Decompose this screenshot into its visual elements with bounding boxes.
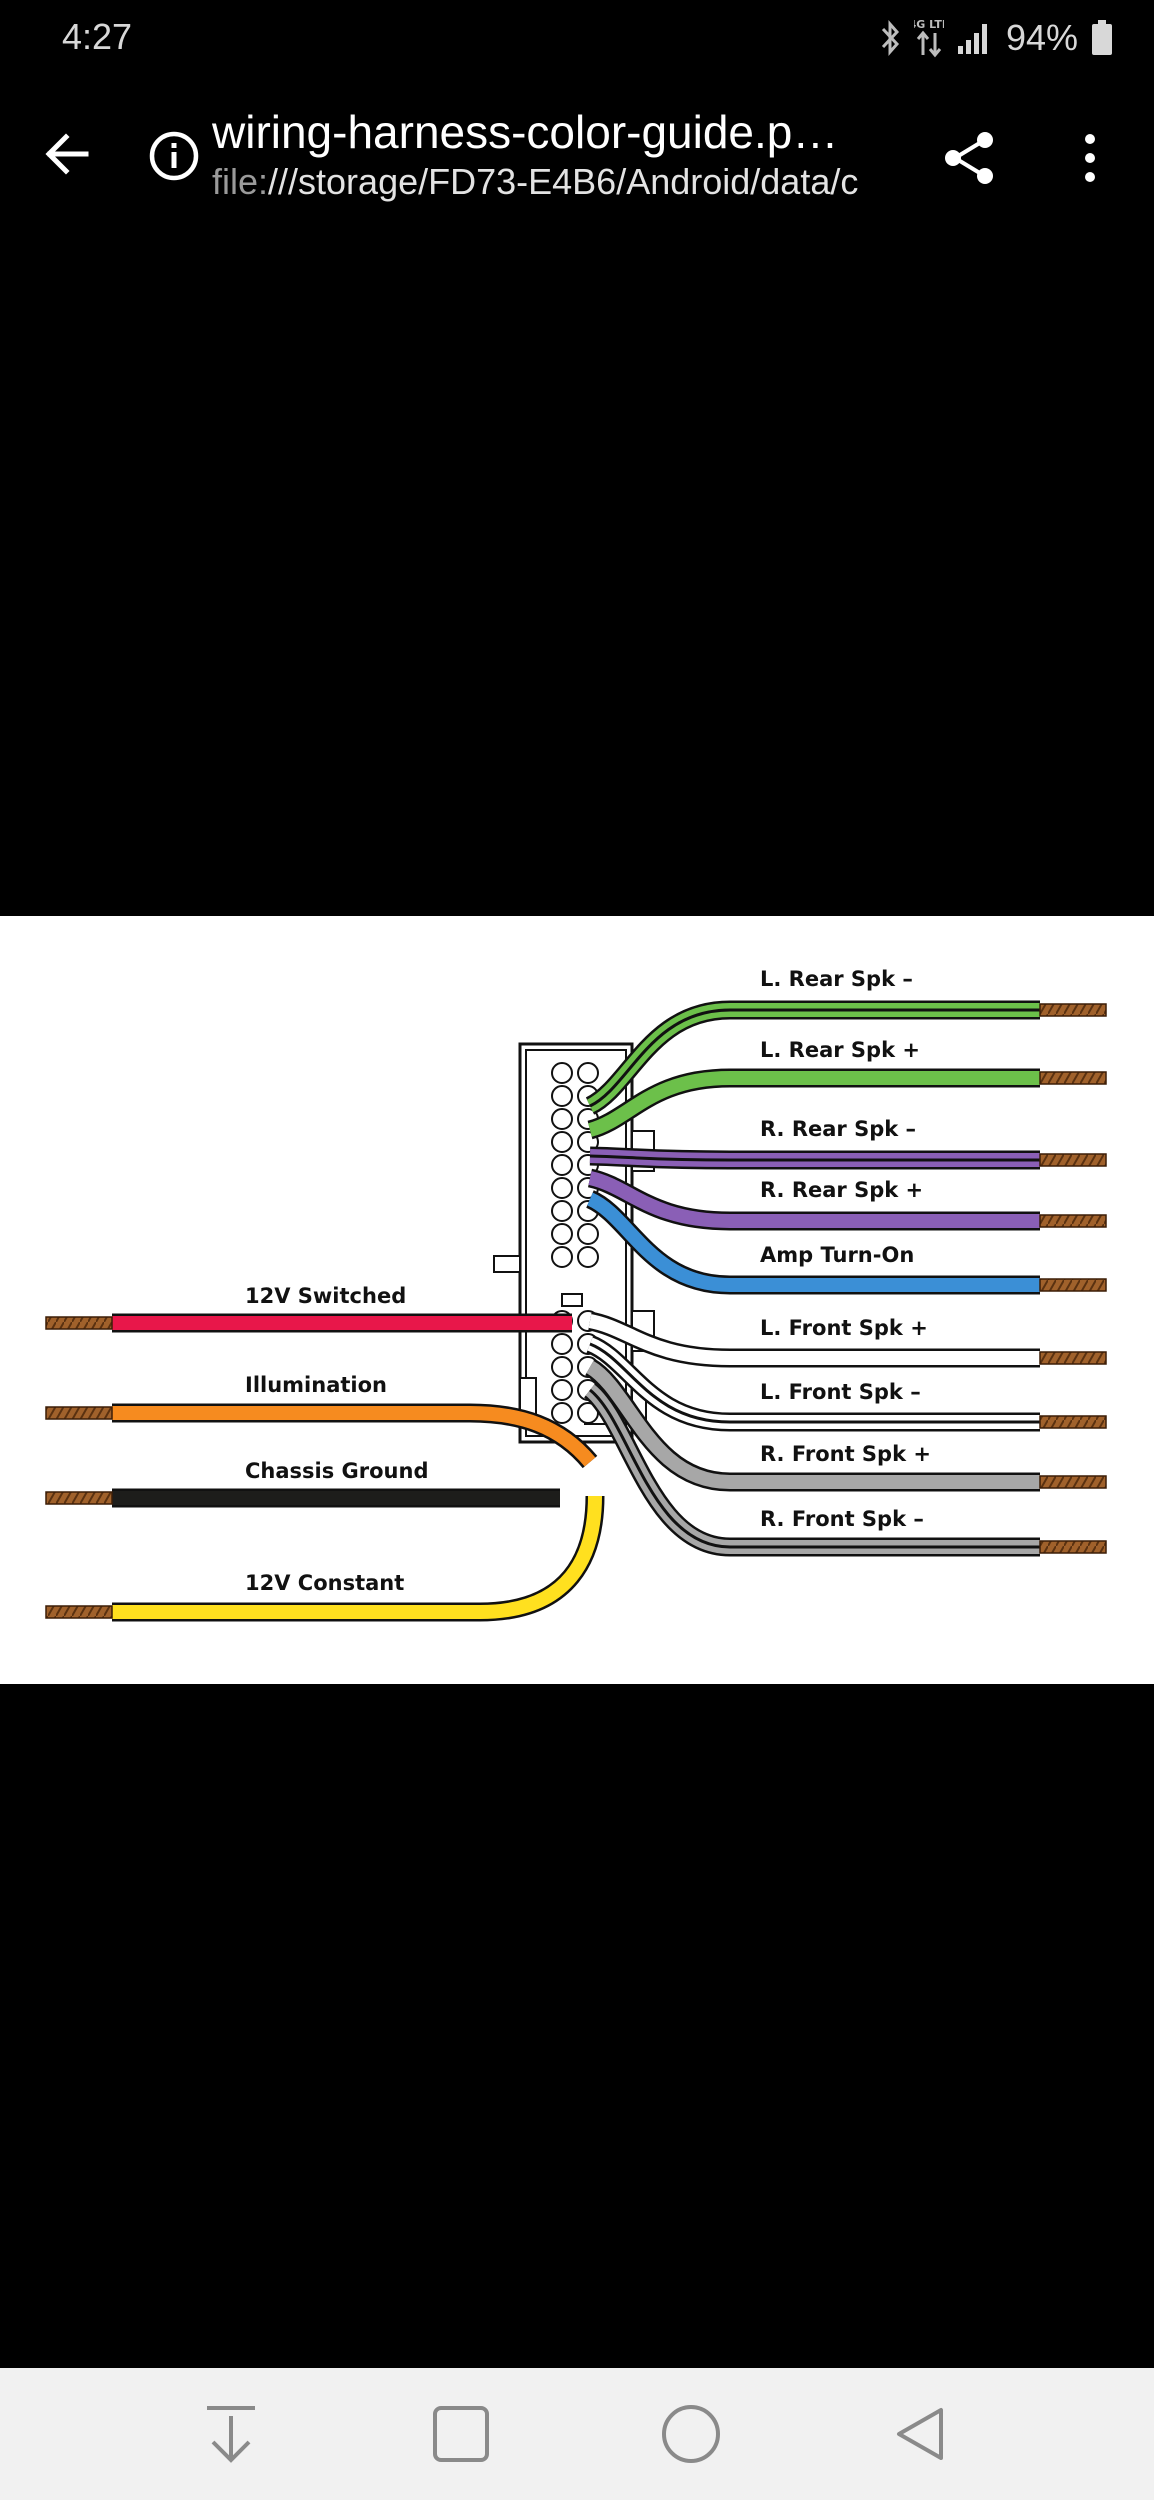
connector-pin [551,1246,573,1268]
label-amp-turn-on: Amp Turn-On [760,1243,914,1267]
info-button[interactable] [138,120,210,192]
connector-pin [551,1200,573,1222]
right-wire [587,1311,1040,1368]
home-circle-icon [662,2405,720,2463]
label-r-front-spk-pos: R. Front Spk + [760,1442,931,1466]
right-wire [589,1146,1040,1170]
right-wires [583,1000,1107,1557]
right-wire [585,1335,1040,1432]
connector-pin [577,1246,599,1268]
wire-end-copper [1039,1415,1107,1429]
signal-icon [956,20,992,56]
wire-end-copper [1039,1351,1107,1365]
system-nav-bar [0,2368,1154,2500]
wiring-diagram: L. Rear Spk – L. Rear Spk + R. Rear Spk … [45,967,1107,1622]
connector-pin [551,1154,573,1176]
label-l-front-spk-pos: L. Front Spk + [760,1316,928,1340]
label-r-rear-spk-neg: R. Rear Spk – [760,1117,916,1141]
right-wire [587,1168,1040,1231]
battery-percent: 94% [1005,17,1078,58]
wire-end-copper [1039,1153,1107,1167]
status-bar: 4:27 4G LTE 94% [0,0,1154,76]
document-viewer[interactable]: L. Rear Spk – L. Rear Spk + R. Rear Spk … [0,232,1154,2368]
wire-end-copper [45,1605,113,1619]
right-wire [585,1000,1040,1115]
label-l-front-spk-neg: L. Front Spk – [760,1380,921,1404]
label-r-front-spk-neg: R. Front Spk – [760,1507,924,1531]
status-icons: 4G LTE 94% [880,14,1114,62]
document-title: wiring-harness-color-guide.p… [212,106,839,158]
connector-pin [551,1333,573,1355]
pdf-page: L. Rear Spk – L. Rear Spk + R. Rear Spk … [0,916,1154,1684]
back-nav-button[interactable] [876,2392,966,2476]
more-options-button[interactable] [1060,118,1120,198]
connector-pin [551,1379,573,1401]
bluetooth-icon [880,19,902,57]
connector-pin [551,1062,573,1084]
right-wire [583,1382,1040,1557]
left-wire [112,1495,605,1622]
connector-pin [551,1131,573,1153]
more-vert-icon [1085,134,1095,182]
connector-pin [551,1402,573,1424]
label-12v-switched: 12V Switched [245,1284,406,1308]
share-button[interactable] [930,118,1010,198]
back-triangle-icon [897,2408,943,2460]
wire-end-copper [45,1316,113,1330]
connector-pin [551,1356,573,1378]
wire-end-copper [45,1491,113,1505]
title-block: wiring-harness-color-guide.p… file:///st… [212,104,882,204]
wire-end-copper [1039,1071,1107,1085]
wire-end-copper [1039,1475,1107,1489]
label-r-rear-spk-pos: R. Rear Spk + [760,1178,923,1202]
left-wires [45,1313,605,1622]
battery-icon [1090,19,1114,57]
label-l-rear-spk-pos: L. Rear Spk + [760,1038,920,1062]
url-scheme: file: [212,161,269,202]
recents-button[interactable] [416,2392,506,2476]
connector-pin [551,1223,573,1245]
right-wire [587,1068,1040,1140]
status-time: 4:27 [62,16,133,57]
app-bar: wiring-harness-color-guide.p… file:///st… [0,76,1154,232]
network-label: 4G LTE [914,18,944,31]
label-12v-constant: 12V Constant [245,1571,404,1595]
wire-end-copper [1039,1214,1107,1228]
download-icon [207,2406,255,2463]
connector-pin [577,1223,599,1245]
download-button[interactable] [186,2392,276,2476]
connector-pin [577,1062,599,1084]
url-path: ///storage/FD73-E4B6/Android/data/c [268,161,859,202]
connector-pin [551,1177,573,1199]
recents-square-icon [433,2406,489,2462]
wire-end-copper [1039,1278,1107,1292]
wire-end-copper [1039,1540,1107,1554]
label-l-rear-spk-neg: L. Rear Spk – [760,967,913,991]
right-wire [584,1358,1040,1492]
back-arrow-icon [45,133,89,175]
connector-pin [551,1085,573,1107]
share-icon [945,132,993,184]
data-arrows-icon: 4G LTE [914,17,944,59]
label-chassis-ground: Chassis Ground [245,1459,429,1483]
left-wire [112,1403,598,1469]
back-button[interactable] [26,118,108,190]
document-url: file:///storage/FD73-E4B6/Android/data/c [212,160,882,204]
home-button[interactable] [646,2392,736,2476]
right-wire [585,1190,1040,1295]
label-illumination: Illumination [245,1373,387,1397]
info-icon [149,131,199,181]
wire-end-copper [45,1406,113,1420]
connector-pin [551,1108,573,1130]
wire-end-copper [1039,1003,1107,1017]
